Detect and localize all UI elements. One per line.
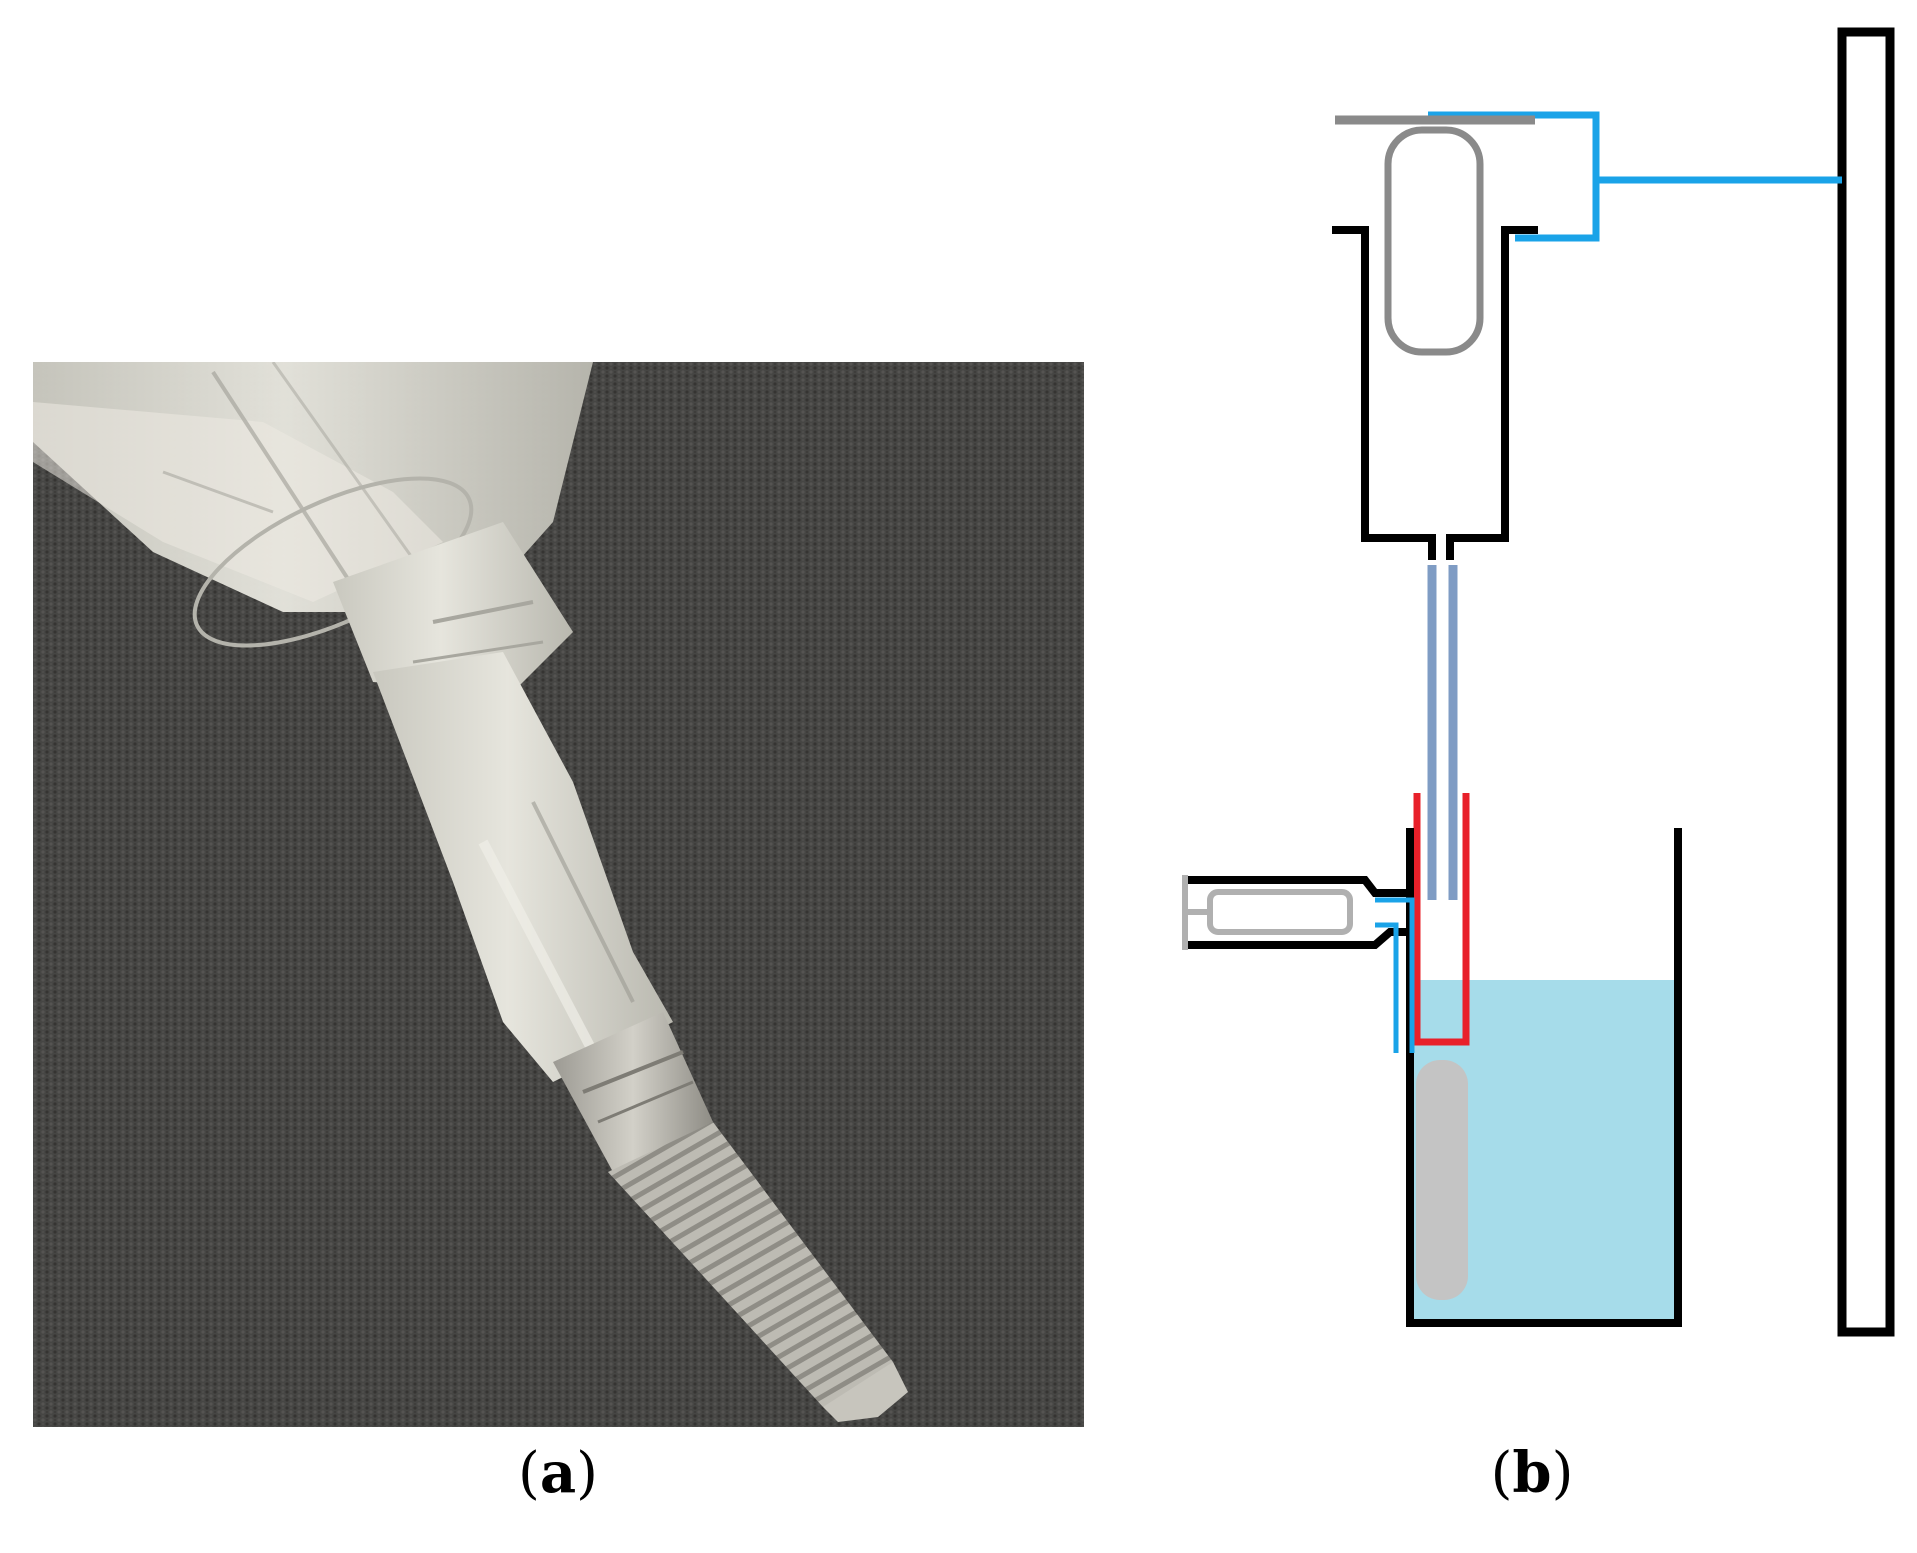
specimen (1416, 1060, 1468, 1300)
caption-a-letter: a (539, 1440, 577, 1506)
beaker (1406, 828, 1682, 1327)
caption-panel-a: (a) (458, 1440, 658, 1506)
side-port (1188, 876, 1410, 949)
caption-a-open: ( (517, 1441, 540, 1506)
vertical-stand (1837, 27, 1895, 1337)
syringe-implant-photo (33, 362, 1084, 1427)
syringe-hub (333, 522, 673, 1082)
sample-holder (1413, 793, 1470, 1046)
inner-vessel (1384, 126, 1484, 356)
injection-tube (1375, 897, 1415, 1053)
caption-panel-b: (b) (1432, 1440, 1632, 1506)
caption-b-letter: b (1512, 1440, 1552, 1506)
metal-collar (553, 1012, 713, 1172)
test-setup-schematic (1182, 27, 1895, 1337)
guide-tube (1427, 565, 1458, 900)
photo-panel-a (33, 362, 1084, 1427)
caption-a-close: ) (576, 1441, 598, 1506)
side-syringe (1182, 875, 1353, 950)
schematic-panel-b (1170, 20, 1910, 1360)
clamp-arm (1428, 111, 1842, 242)
threaded-implant (608, 1122, 908, 1422)
caption-b-open: ( (1490, 1441, 1513, 1506)
caption-b-close: ) (1551, 1441, 1574, 1506)
upper-container (1332, 226, 1538, 560)
